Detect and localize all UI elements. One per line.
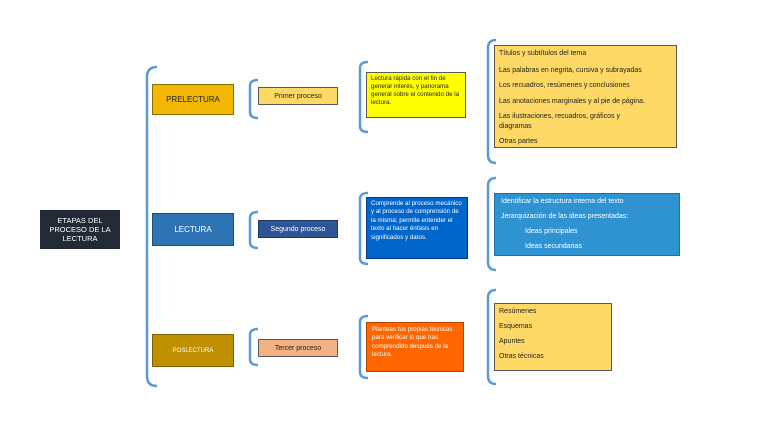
- description-1: Lectura rápida con el fin de generar int…: [366, 72, 466, 118]
- process-label: Tercer proceso: [274, 344, 322, 352]
- bracket-proceso-2: [358, 191, 369, 266]
- stage-label: LECTURA: [174, 225, 212, 234]
- list-item: Esquemas: [499, 323, 533, 330]
- root-node: ETAPAS DEL PROCESO DE LA LECTURA: [40, 210, 120, 249]
- bracket-prelectura: [248, 78, 259, 120]
- list-item: Los recuadros, resúmenes y conclusiones: [499, 82, 630, 89]
- process-3: Tercer proceso: [258, 339, 338, 357]
- list-item: Ideas secundarias: [525, 243, 582, 250]
- list-item: Otras técnicas: [499, 353, 544, 360]
- list-item: Jerarquización de las ideas presentadas:: [501, 213, 629, 220]
- process-label: Primer proceso: [274, 92, 322, 100]
- description-3: Planteas tus propias técnicas para verif…: [366, 322, 464, 372]
- main-bracket: [145, 65, 158, 388]
- list-item: Títulos y subtítulos del tema: [499, 50, 587, 57]
- list-item: Resúmenes: [499, 308, 537, 315]
- bracket-desc-2: [486, 176, 497, 272]
- items-list-1: Títulos y subtítulos del tema Las palabr…: [494, 45, 677, 148]
- list-item: Otras partes: [499, 138, 538, 145]
- description-2: Comprende al proceso mecánico y al proce…: [366, 197, 468, 259]
- list-item: Identificar la estructura interna del te…: [501, 198, 624, 205]
- list-item: Las ilustraciones, recuadros, gráficos y…: [499, 113, 620, 130]
- stage-label: PRELECTURA: [166, 95, 220, 104]
- bracket-desc-3: [486, 288, 497, 386]
- items-list-2: Identificar la estructura interna del te…: [494, 193, 680, 256]
- stage-lectura: LECTURA: [152, 213, 234, 246]
- stage-label: POSLECTURA: [172, 347, 214, 354]
- bracket-proceso-1: [358, 60, 369, 134]
- root-label: ETAPAS DEL PROCESO DE LA LECTURA: [49, 216, 111, 243]
- stage-poslectura: POSLECTURA: [152, 334, 234, 367]
- stage-prelectura: PRELECTURA: [152, 84, 234, 115]
- bracket-lectura: [248, 210, 259, 250]
- description-text: Planteas tus propias técnicas para verif…: [372, 326, 453, 359]
- description-text: Comprende al proceso mecánico y al proce…: [371, 200, 462, 241]
- description-text: Lectura rápida con el fin de generar int…: [371, 75, 460, 106]
- items-list-3: Resúmenes Esquemas Apuntes Otras técnica…: [494, 303, 612, 371]
- bracket-desc-1: [486, 38, 497, 165]
- list-item: Ideas principales: [525, 228, 578, 235]
- bracket-poslectura: [248, 327, 259, 367]
- process-label: Segundo proceso: [270, 225, 326, 233]
- list-item: Las palabras en negrita, cursiva y subra…: [499, 66, 642, 74]
- process-2: Segundo proceso: [258, 220, 338, 238]
- bracket-proceso-3: [358, 314, 369, 380]
- process-1: Primer proceso: [258, 87, 338, 105]
- list-item: Las anotaciones marginales y al pie de p…: [499, 97, 645, 105]
- list-item: Apuntes: [499, 338, 525, 345]
